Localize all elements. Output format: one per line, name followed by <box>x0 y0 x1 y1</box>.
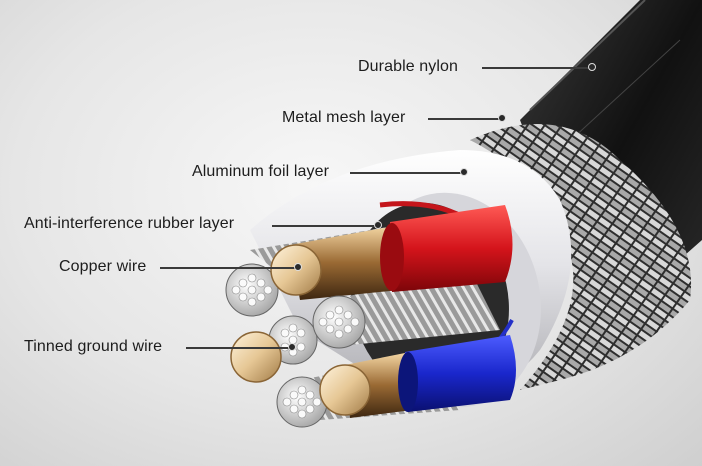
pointer-dot-rubber-layer <box>374 221 382 229</box>
leader-metal-mesh <box>428 118 500 120</box>
metal-mesh-layer <box>470 124 692 390</box>
leader-copper-wire <box>160 267 296 269</box>
label-rubber-layer: Anti-interference rubber layer <box>24 215 235 232</box>
leader-durable-nylon <box>482 67 590 69</box>
label-metal-mesh: Metal mesh layer <box>282 109 406 126</box>
copper-ground-end-left <box>230 331 282 383</box>
copper-conductor-end-bottom <box>319 364 371 416</box>
label-copper-wire: Copper wire <box>59 258 147 275</box>
tinned-bundle-right <box>312 295 366 349</box>
leader-tinned-ground <box>186 347 290 349</box>
label-aluminum-foil: Aluminum foil layer <box>192 163 330 180</box>
tinned-bundle-bottom <box>276 376 328 428</box>
pointer-dot-metal-mesh <box>498 114 506 122</box>
pointer-dot-aluminum-foil <box>460 168 468 176</box>
tinned-bundle-top-left <box>225 263 279 317</box>
pointer-dot-copper-wire <box>294 263 302 271</box>
leader-rubber-layer <box>272 225 376 227</box>
leader-aluminum-foil <box>350 172 462 174</box>
label-tinned-ground: Tinned ground wire <box>24 338 163 355</box>
pointer-dot-durable-nylon <box>588 63 596 71</box>
pointer-dot-tinned-ground <box>288 343 296 351</box>
label-durable-nylon: Durable nylon <box>358 58 459 75</box>
